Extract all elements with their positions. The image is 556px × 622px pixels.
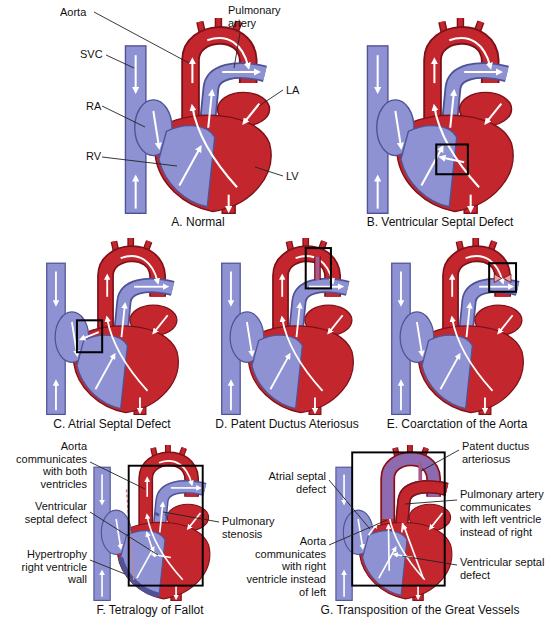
defect-label: Ventricular septal defect (3, 500, 87, 525)
panel-caption: F. Tetralogy of Fallot (96, 604, 203, 618)
vessel-label: Aorta (60, 6, 86, 19)
leader-lines (94, 12, 283, 176)
vessel-label: SVC (80, 48, 103, 61)
panel-caption: A. Normal (171, 216, 224, 230)
leader-lines (329, 450, 459, 565)
panel-caption: D. Patent Ductus Ateriosus (215, 418, 358, 432)
chamber-label: LA (286, 84, 299, 97)
chamber-label: RA (86, 100, 101, 113)
panel-caption: E. Coarctation of the Aorta (387, 418, 528, 432)
defect-label: Ventricular septal defect (460, 556, 553, 581)
defect-label: Hypertrophy right ventricle wall (3, 548, 87, 586)
defect-label: Patent ductus arteriosus (462, 440, 552, 465)
panel-caption: B. Ventricular Septal Defect (367, 216, 514, 230)
chamber-label: LV (286, 170, 299, 183)
chamber-label: RV (86, 150, 101, 163)
defect-label: Pulmonary stenosis (222, 515, 282, 540)
defect-label: Pulmonary artery communicates with left … (460, 488, 553, 539)
panel-caption: C. Atrial Septal Defect (53, 418, 170, 432)
defect-label: Aorta communicates with right ventricle … (240, 535, 326, 598)
defect-label: Aorta communicates with both ventricles (3, 440, 87, 491)
defect-label: Atrial septal defect (262, 470, 326, 495)
vessel-label: Pulmonary artery (228, 4, 288, 29)
panel-caption: G. Transposition of the Great Vessels (321, 604, 520, 618)
leader-lines (90, 462, 219, 574)
